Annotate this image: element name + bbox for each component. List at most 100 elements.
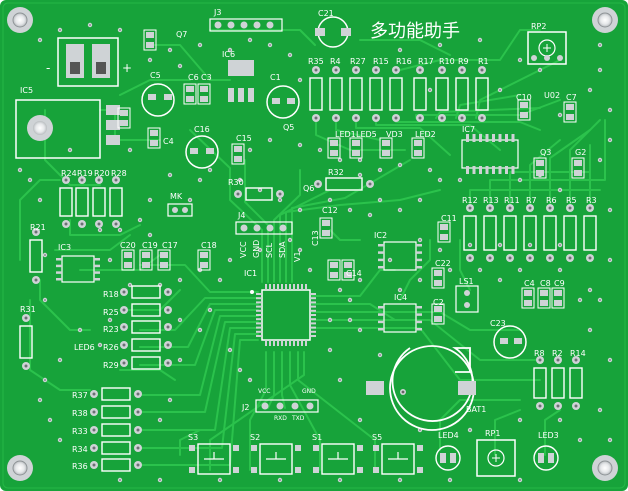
label-c1: C1	[270, 73, 281, 82]
r21-resistor	[29, 228, 43, 284]
label-r25: R25	[103, 308, 119, 317]
label-r35: R35	[308, 57, 324, 66]
label-ic6: IC6	[222, 50, 235, 59]
smd-part	[431, 267, 445, 289]
label-r17: R17	[418, 57, 434, 66]
label-ic1: IC1	[244, 269, 257, 278]
label-c15: C15	[236, 134, 252, 143]
label-vd3: VD3	[386, 130, 403, 139]
tact-switches	[189, 443, 423, 475]
smd-part	[411, 137, 425, 159]
smd-components	[117, 29, 585, 325]
tact-switch	[189, 443, 239, 475]
left-resistor-group	[19, 176, 123, 370]
label-led6: LED6	[74, 343, 95, 352]
smd-part	[517, 99, 531, 121]
label-j4: J4	[237, 211, 245, 220]
left-resistor	[92, 176, 106, 228]
copper-traces	[19, 29, 606, 471]
smd-part	[319, 217, 333, 239]
label-txd: TXD	[291, 415, 305, 422]
right-resistor	[463, 204, 477, 262]
smd-part	[341, 259, 355, 281]
mounting-holes	[7, 7, 618, 481]
label-c8: C8	[540, 279, 551, 288]
top-resistor-row	[309, 66, 489, 122]
top-resistor	[369, 66, 383, 122]
label-r1: R1	[478, 57, 489, 66]
smd-part	[121, 249, 135, 271]
left-resistor	[75, 176, 89, 228]
label-led4: LED4	[438, 431, 459, 440]
smd-part	[139, 249, 153, 271]
label-r31: R31	[20, 305, 36, 314]
smd-part	[143, 29, 157, 51]
label-q6: Q6	[303, 184, 314, 193]
label-r5: R5	[566, 196, 577, 205]
label-u02: U02	[544, 91, 560, 100]
label-c9: C9	[554, 279, 565, 288]
label-r33: R33	[72, 427, 88, 436]
label-r24: R24	[61, 169, 77, 178]
label-r10: R10	[439, 57, 455, 66]
label-r16: R16	[396, 57, 412, 66]
label-ls1: LS1	[459, 277, 474, 286]
ic4-footprint	[378, 303, 422, 333]
label-s5: S5	[372, 433, 382, 442]
label-s3: S3	[188, 433, 198, 442]
lower-right-resistors	[533, 356, 583, 410]
label-v1: V1	[293, 251, 302, 262]
c1-cap	[266, 85, 300, 119]
smd-part	[349, 137, 363, 159]
label-g2: G2	[575, 148, 586, 157]
label-r26: R26	[103, 343, 119, 352]
label-ic3: IC3	[58, 243, 71, 252]
bottom-resistor	[90, 441, 142, 455]
label-c10: C10	[516, 93, 532, 102]
label-ic5: IC5	[20, 86, 33, 95]
smd-part	[437, 221, 451, 243]
label-led1: LED1	[335, 130, 356, 139]
middle-resistor	[120, 338, 172, 352]
lower-right-resistor	[533, 356, 547, 410]
label-bat1: BAT1	[466, 405, 486, 414]
label-gnd: GND	[252, 240, 261, 258]
led3-footprint	[533, 445, 559, 471]
label-r23: R23	[103, 325, 119, 334]
label-c23: C23	[490, 319, 506, 328]
label-j3: J3	[213, 8, 221, 17]
label-rp2: RP2	[531, 22, 546, 31]
label-r3: R3	[586, 196, 597, 205]
label-r30: R30	[228, 178, 244, 187]
top-resistor	[475, 66, 489, 122]
label-r32: R32	[328, 168, 344, 177]
mk-mic	[167, 203, 193, 217]
label-ic7: IC7	[462, 125, 475, 134]
j2-header	[255, 399, 319, 413]
smd-part	[327, 137, 341, 159]
tact-switch	[313, 443, 363, 475]
label-r12: R12	[462, 196, 478, 205]
right-resistor	[483, 204, 497, 262]
lower-right-resistor	[569, 356, 583, 410]
c23-cap	[493, 325, 527, 359]
label-c19: C19	[142, 241, 158, 250]
label-c3: C3	[201, 73, 212, 82]
label-c11: C11	[441, 214, 457, 223]
ic2-footprint	[378, 241, 422, 271]
lower-right-resistor	[551, 356, 565, 410]
label-r18: R18	[103, 290, 119, 299]
label-r6: R6	[546, 196, 557, 205]
label-scl: SCL	[265, 242, 274, 258]
rp1-footprint	[476, 439, 516, 477]
board-title: 多功能助手	[370, 21, 460, 42]
label-led2: LED2	[415, 130, 436, 139]
right-resistor	[583, 204, 597, 262]
label-gnd2: GND	[302, 388, 316, 395]
smd-part	[327, 259, 341, 281]
right-resistor	[563, 204, 577, 262]
bat1-holder	[366, 345, 476, 431]
rp2-footprint	[527, 31, 567, 65]
